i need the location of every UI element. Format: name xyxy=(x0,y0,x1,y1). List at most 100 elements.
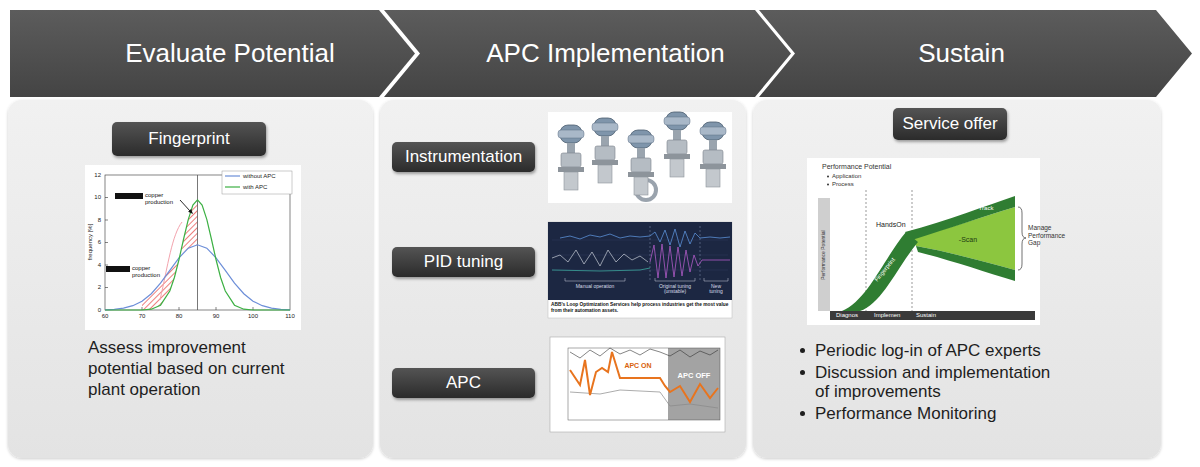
chart-label: Manual operation xyxy=(576,284,615,290)
label-anchor: 100 xyxy=(248,313,258,320)
label-anchor: 60 xyxy=(102,313,109,320)
chart-label: HandsOn xyxy=(876,221,906,229)
chart-label: Fingerprint xyxy=(873,257,897,284)
curve-with-apc xyxy=(105,200,290,310)
phase-title: APC Implementation xyxy=(486,38,724,69)
label-anchor: Application xyxy=(832,173,861,180)
transmitter-icon xyxy=(700,122,726,187)
decline-band xyxy=(916,246,1015,281)
transmitter-icon xyxy=(664,112,690,177)
bullet-dot xyxy=(827,184,829,186)
chart-label: 6 xyxy=(98,239,101,246)
label-anchor: Process xyxy=(832,181,854,188)
panel-ground xyxy=(8,100,373,458)
bullet-dot xyxy=(800,348,805,353)
label-anchor: Diagnos xyxy=(836,312,858,319)
bullet-text: Discussion and implementation of improve… xyxy=(815,363,1055,401)
apc-off-region xyxy=(668,348,720,420)
chevron-shape xyxy=(10,10,415,97)
label-anchor: with APC xyxy=(243,184,267,191)
chart-label: 4 xyxy=(98,262,101,269)
label-anchor: Implemen xyxy=(874,312,900,319)
chart-label: Performance Potential xyxy=(821,230,827,279)
label-anchor: -Scan xyxy=(959,236,977,244)
chart-label: Performance Potential xyxy=(822,163,891,171)
curve-without-apc xyxy=(105,245,290,310)
chart-label: 100 xyxy=(248,313,258,320)
label-anchor: copper production xyxy=(132,265,162,279)
label-anchor: APC OFF xyxy=(678,372,711,381)
screenshot-ground xyxy=(548,222,732,300)
chart-label: 110 xyxy=(285,313,295,320)
bullet-dot xyxy=(800,370,805,375)
label-anchor: 110 xyxy=(285,313,295,320)
panel-grounds xyxy=(8,100,1161,458)
transmitter-icon xyxy=(558,125,584,190)
target-line xyxy=(197,175,198,310)
label-anchor: without APC xyxy=(243,173,276,180)
trace-line xyxy=(650,244,730,278)
trace-line xyxy=(552,268,650,271)
chart-label: 70 xyxy=(139,313,146,320)
chart-label: -Scan xyxy=(959,236,977,244)
grid-lines xyxy=(552,240,728,270)
redaction-bar xyxy=(106,266,130,272)
label-anchor: Performance Potential xyxy=(821,230,827,279)
transmitter-icon xyxy=(592,118,618,183)
screenshot-frame xyxy=(548,222,732,318)
chart-label: Process xyxy=(832,181,854,188)
button-label: PID tuning xyxy=(424,252,503,272)
label-anchor: frequency [%] xyxy=(87,224,94,261)
label-anchor: 90 xyxy=(213,313,220,320)
label-anchor: 12 xyxy=(94,172,101,179)
label-anchor: 4 xyxy=(98,262,101,269)
chart-label: Application xyxy=(832,173,861,180)
chart-label: 2 xyxy=(98,284,101,291)
chart-ground xyxy=(85,165,301,330)
phase-chevron: Evaluate Potential xyxy=(10,10,415,97)
button-label: Fingerprint xyxy=(148,129,229,149)
chart-label: New tuning xyxy=(704,284,728,296)
chart-label: ABB's Loop Optimization Services help pr… xyxy=(551,302,729,313)
chart-label: 0 xyxy=(98,307,101,314)
chart-label: Manage Performance Gap xyxy=(1028,224,1070,247)
chart-label: copper production xyxy=(132,265,162,279)
chart-label: 8 xyxy=(98,217,101,224)
phase-chevron: Sustain xyxy=(759,10,1192,97)
fingerprint-chart xyxy=(85,165,301,330)
label-anchor: Manage Performance Gap xyxy=(1028,224,1070,247)
phase-brackets xyxy=(565,278,728,281)
label-anchor: 70 xyxy=(139,313,146,320)
button-label: Service offer xyxy=(902,114,997,134)
chart-label: Track xyxy=(979,205,994,212)
label-anchor: Track xyxy=(979,205,994,212)
section-button: Service offer xyxy=(893,108,1007,140)
chart-label: Original tuning (unstable) xyxy=(654,284,696,296)
stage-panel: Periodic log-in of APC expertsDiscussion… xyxy=(753,100,1161,458)
chart-label: 80 xyxy=(176,313,183,320)
label-anchor: Sustain xyxy=(916,312,936,319)
label-anchor: Manual operation xyxy=(576,284,615,290)
label-anchor: 8 xyxy=(98,217,101,224)
label-anchor: HandsOn xyxy=(876,221,906,229)
trace-line xyxy=(570,348,718,358)
plot-frame xyxy=(568,348,720,420)
bullet-dot xyxy=(800,411,805,416)
label-anchor: APC ON xyxy=(624,362,651,370)
phase-title: Evaluate Potential xyxy=(125,38,335,69)
pid-screenshot xyxy=(548,222,732,318)
chart-label: 12 xyxy=(94,172,101,179)
label-anchor: Original tuning (unstable) xyxy=(654,284,696,296)
button-label: Instrumentation xyxy=(405,147,522,167)
trace-line xyxy=(570,352,718,402)
chart-label: APC ON xyxy=(624,362,651,370)
legend-line xyxy=(225,175,240,176)
label-anchor: ABB's Loop Optimization Services help pr… xyxy=(551,302,729,313)
picture-ground xyxy=(548,112,732,203)
bullet-dot xyxy=(827,176,829,178)
bullet-text: Periodic log-in of APC experts xyxy=(815,341,1055,360)
instrumentation-picture xyxy=(548,112,732,203)
trace-line xyxy=(552,250,648,266)
section-button: APC xyxy=(392,368,535,398)
